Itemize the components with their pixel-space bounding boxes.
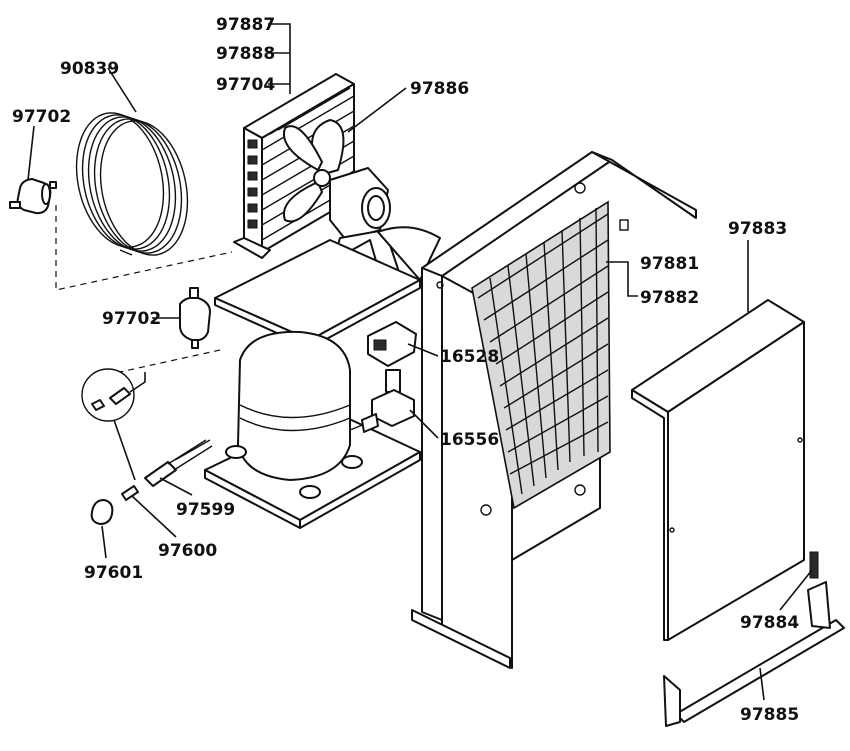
leader-16528 — [407, 343, 439, 357]
part-label-97704: 97704 — [216, 75, 275, 95]
filter-drier-top-drawing — [9, 178, 57, 215]
filter-drier-middle-drawing — [179, 287, 211, 349]
leader-97887 — [268, 23, 291, 94]
solenoid-valve-drawing — [367, 321, 417, 367]
part-label-97601: 97601 — [84, 563, 143, 583]
door-panel-drawing — [631, 299, 805, 641]
part-label-90839: 90839 — [60, 59, 119, 79]
part-label-97702-mid: 97702 — [102, 309, 161, 329]
part-label-97882: 97882 — [640, 288, 699, 308]
part-label-97884: 97884 — [740, 613, 799, 633]
part-label-97881: 97881 — [640, 254, 699, 274]
part-label-97883: 97883 — [728, 219, 787, 239]
part-label-97600: 97600 — [158, 541, 217, 561]
part-label-97599: 97599 — [176, 500, 235, 520]
evaporator-grid-drawing — [471, 200, 611, 510]
leader-97600 — [131, 495, 177, 538]
part-label-97887: 97887 — [216, 15, 275, 35]
hinge-pin-drawing — [809, 551, 819, 579]
part-label-97885: 97885 — [740, 705, 799, 725]
service-valve-parts-drawing — [81, 368, 213, 525]
leader-97601 — [101, 525, 107, 559]
leader-97886 — [347, 87, 407, 133]
part-label-97702-top: 97702 — [12, 107, 71, 127]
part-label-97888: 97888 — [216, 44, 275, 64]
leader-16556 — [409, 409, 439, 439]
compressor-drawing — [174, 330, 421, 529]
guide-line-drier — [119, 349, 221, 373]
leader-90839 — [107, 67, 137, 113]
part-label-16556: 16556 — [440, 430, 499, 450]
leader-97885 — [759, 667, 765, 701]
part-label-97886: 97886 — [410, 79, 469, 99]
coil-tubing-drawing — [75, 112, 189, 256]
leader-97702-top — [27, 125, 35, 181]
part-label-16528: 16528 — [440, 347, 499, 367]
leader-97884 — [779, 569, 813, 611]
water-valve-drawing — [361, 369, 415, 433]
leader-97599 — [159, 477, 193, 496]
leader-97881 — [606, 261, 638, 297]
